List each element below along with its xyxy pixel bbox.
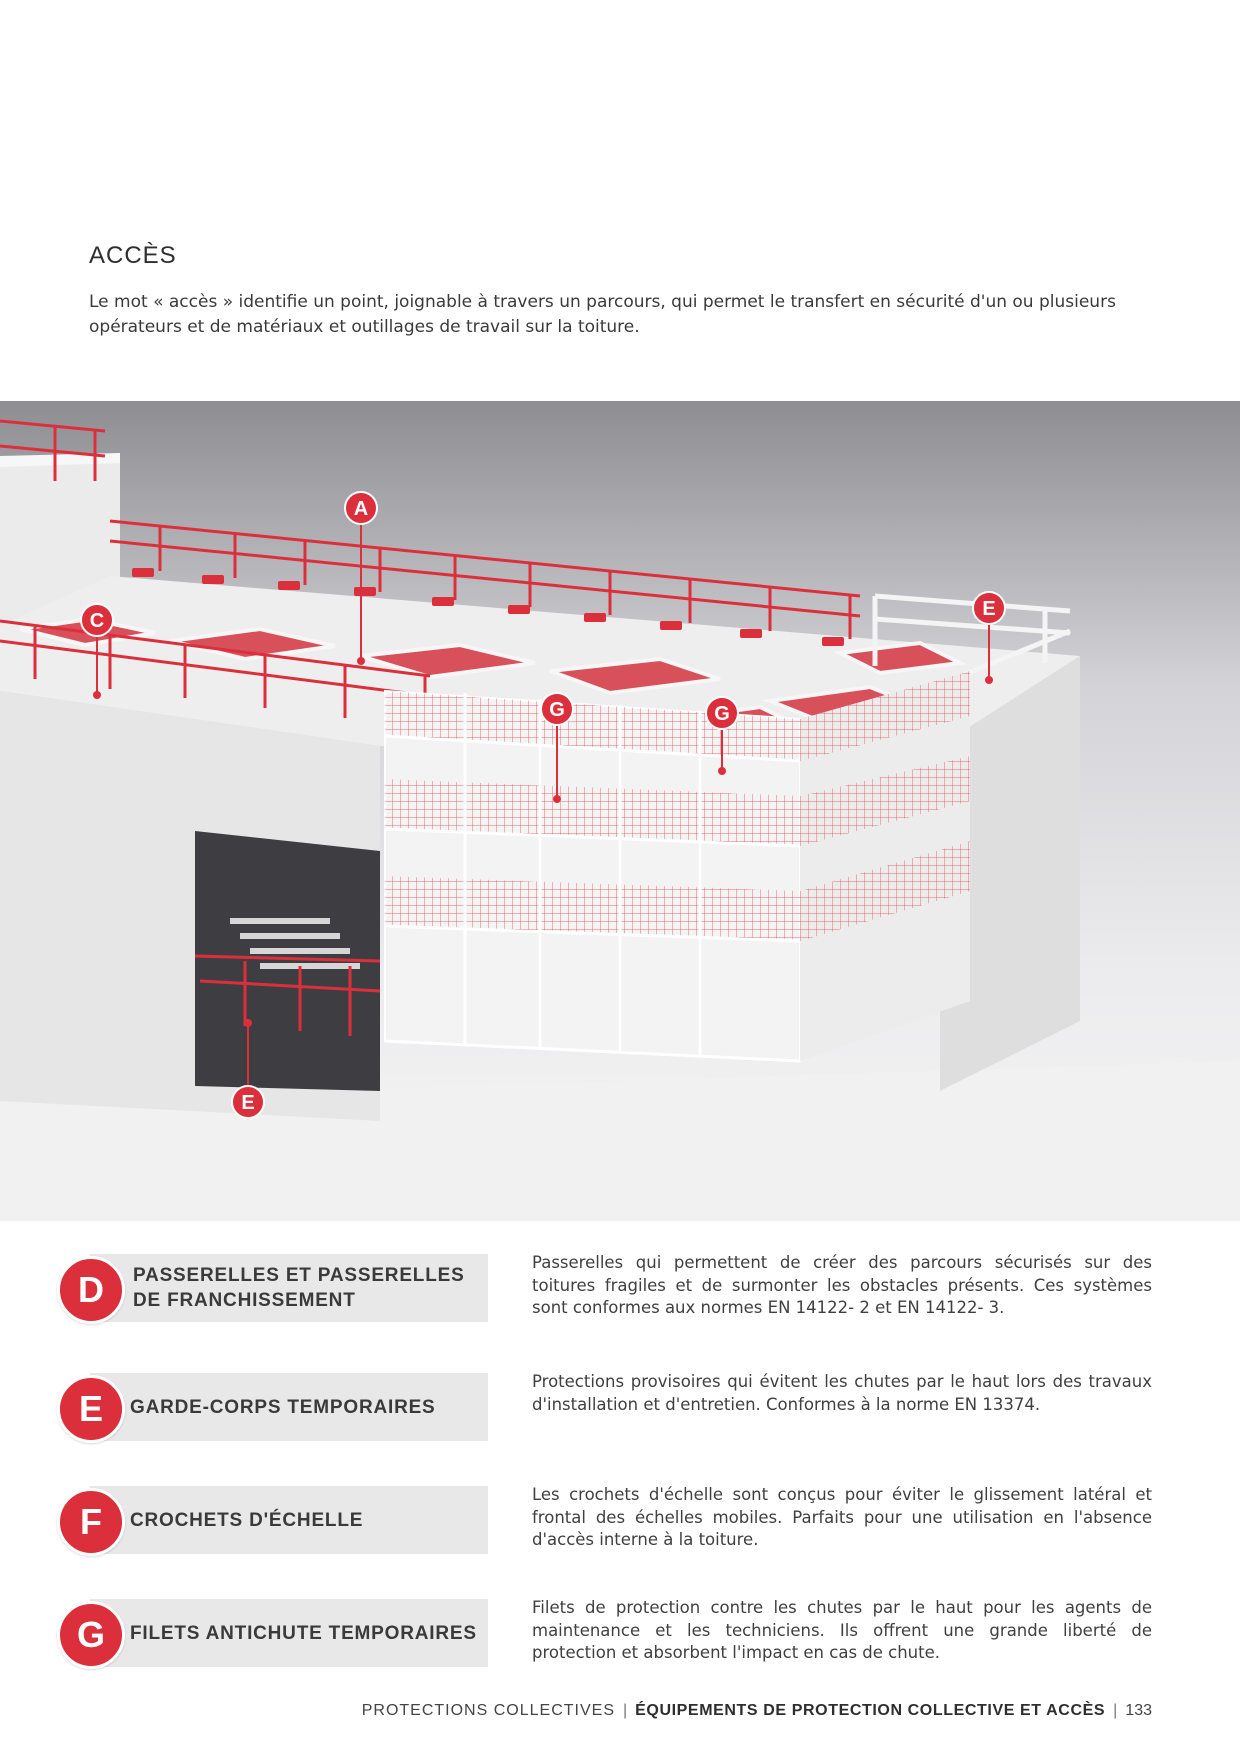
- item-letter-badge: D: [57, 1256, 125, 1324]
- marker-g-left-label: G: [549, 699, 565, 721]
- item-letter-badge: G: [57, 1601, 125, 1669]
- marker-c: C: [80, 603, 114, 637]
- marker-a-label: A: [354, 498, 368, 520]
- intro-paragraph: Le mot « accès » identifie un point, joi…: [89, 292, 1116, 337]
- marker-a: A: [344, 491, 378, 525]
- item-description: Passerelles qui permettent de créer des …: [532, 1253, 1152, 1317]
- section-title: ACCÈS: [89, 242, 177, 269]
- item-band: [90, 1486, 488, 1554]
- page-number: 133: [1125, 1702, 1152, 1719]
- marker-e-roof-label: E: [982, 598, 995, 620]
- item-description: Protections provisoires qui évitent les …: [532, 1372, 1152, 1414]
- item-title: GARDE-CORPS TEMPORAIRES: [130, 1396, 436, 1418]
- marker-g-left: G: [540, 692, 574, 726]
- item-description: Les crochets d'échelle sont conçus pour …: [532, 1485, 1152, 1549]
- marker-c-label: C: [90, 610, 104, 632]
- footer-category: PROTECTIONS COLLECTIVES: [361, 1702, 615, 1719]
- item-band: [90, 1254, 488, 1322]
- marker-g-right: G: [705, 696, 739, 730]
- item-band: [90, 1599, 488, 1667]
- marker-e-roof: E: [972, 591, 1006, 625]
- scaffold: [384, 671, 970, 1063]
- item-letter-badge: F: [57, 1488, 125, 1556]
- marker-e-stairs-label: E: [241, 1092, 254, 1114]
- item-e: E GARDE-CORPS TEMPORAIRES Protections pr…: [0, 1372, 1240, 1443]
- item-title: PASSERELLES ET PASSERELLES DE FRANCHISSE…: [133, 1265, 465, 1311]
- page-footer: PROTECTIONS COLLECTIVES|ÉQUIPEMENTS DE P…: [361, 1702, 1152, 1719]
- item-d: D PASSERELLES ET PASSERELLES DE FRANCHIS…: [0, 1253, 1240, 1324]
- item-title: FILETS ANTICHUTE TEMPORAIRES: [130, 1622, 477, 1644]
- item-description: Filets de protection contre les chutes p…: [532, 1598, 1152, 1662]
- marker-e-stairs: E: [231, 1085, 265, 1119]
- item-letter-badge: E: [57, 1375, 125, 1443]
- item-band: [90, 1373, 488, 1441]
- item-title: CROCHETS D'ÉCHELLE: [130, 1509, 364, 1531]
- item-g: G FILETS ANTICHUTE TEMPORAIRES Filets de…: [0, 1598, 1240, 1669]
- footer-subcategory: ÉQUIPEMENTS DE PROTECTION COLLECTIVE ET …: [635, 1702, 1106, 1719]
- item-f: F CROCHETS D'ÉCHELLE Les crochets d'éche…: [0, 1485, 1240, 1556]
- roof-access-illustration: A C E G G E: [0, 401, 1240, 1221]
- marker-g-right-label: G: [714, 703, 730, 725]
